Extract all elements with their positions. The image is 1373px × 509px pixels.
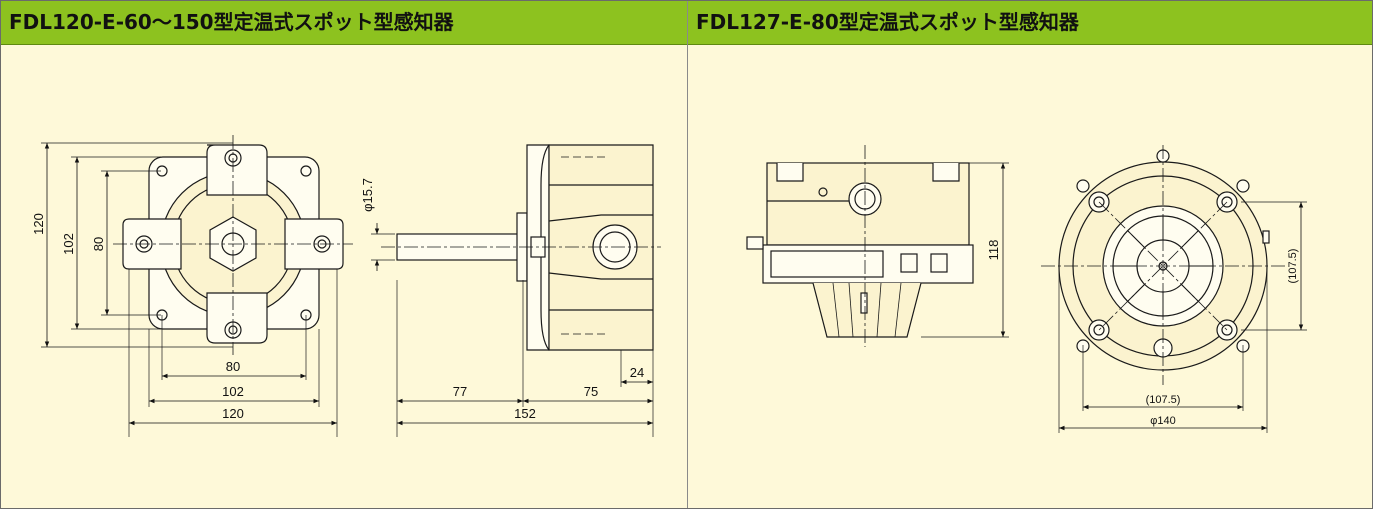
front-view-drawing (41, 135, 353, 437)
dim-shaft-length: 77 (453, 384, 467, 399)
panel-title-right: FDL127-E-80型定温式スポット型感知器 (696, 10, 1079, 34)
header-separator (1, 44, 1372, 45)
front-dimension-lines (44, 143, 337, 426)
panel-header-right: FDL127-E-80型定温式スポット型感知器 (688, 1, 1372, 44)
dim-front-height-inner: 80 (91, 237, 106, 251)
side-view-drawing (371, 144, 661, 437)
panel-divider (687, 1, 688, 508)
detector-bottom-view (1041, 145, 1307, 433)
side-dimension-lines (374, 223, 653, 426)
dim-flange-depth: 24 (630, 365, 644, 380)
panel-title-left: FDL120-E-60～150型定温式スポット型感知器 (9, 10, 454, 34)
panel-header-left: FDL120-E-60～150型定温式スポット型感知器 (1, 1, 687, 44)
dim-front-height-outer: 120 (31, 213, 46, 235)
dim-front-height-middle: 102 (61, 233, 76, 255)
dim-shaft-diameter: φ15.7 (360, 178, 375, 212)
dim-outer-diameter: φ140 (1150, 415, 1176, 427)
detector-side-view (746, 145, 1009, 347)
dim-front-width-outer: 120 (222, 406, 244, 421)
dim-front-width-inner: 80 (226, 359, 240, 374)
technical-drawings: 120 102 80 80 102 120 (31, 135, 1307, 437)
dim-total-length: 152 (514, 406, 536, 421)
dim-front-width-middle: 102 (222, 384, 244, 399)
dim-bolt-pitch-vertical: (107.5) (1287, 249, 1299, 284)
dim-bolt-pitch-horizontal: (107.5) (1146, 394, 1181, 406)
dim-side-height: 118 (986, 240, 1001, 261)
bottom-dimension-lines (1059, 202, 1304, 431)
dim-body-depth: 75 (584, 384, 598, 399)
